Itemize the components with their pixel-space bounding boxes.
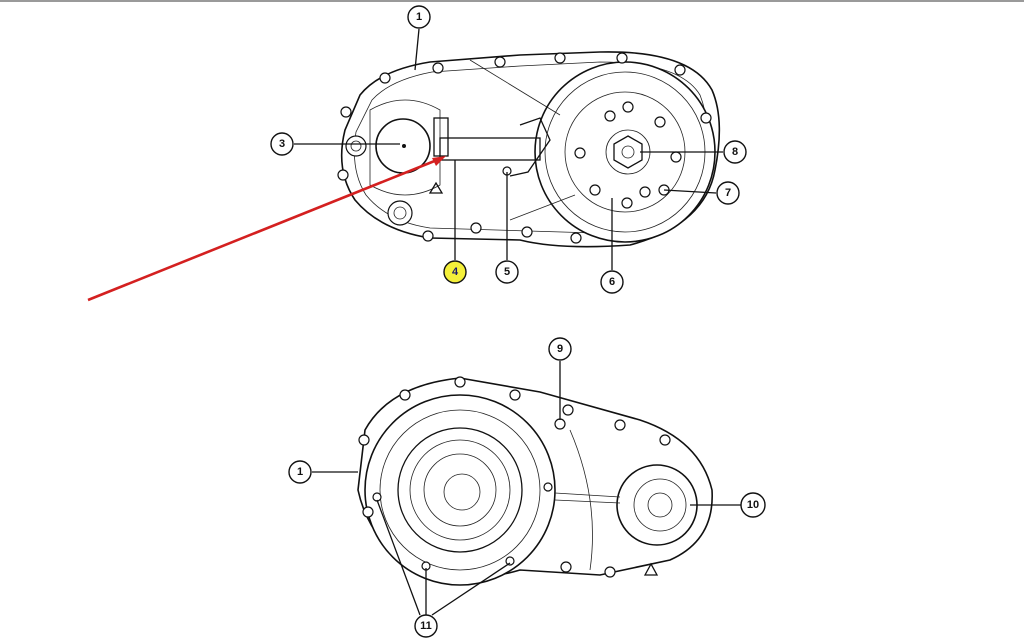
callout-1-top: 1 — [407, 5, 431, 29]
svg-text:8: 8 — [732, 146, 738, 158]
svg-text:7: 7 — [725, 187, 731, 199]
callout-5: 5 — [495, 260, 519, 284]
red-pointer-arrow — [87, 156, 443, 302]
perimeter-bolts-bottom — [358, 376, 671, 578]
callout-11: 11 — [414, 614, 438, 638]
top-leader-lines — [294, 28, 723, 270]
svg-text:10: 10 — [747, 499, 759, 511]
callout-6: 6 — [600, 270, 624, 294]
svg-text:1: 1 — [416, 11, 422, 23]
callout-10: 10 — [740, 492, 766, 518]
callout-9: 9 — [548, 337, 572, 361]
callout-3: 3 — [270, 132, 294, 156]
svg-text:9: 9 — [557, 343, 563, 355]
perimeter-bolts — [337, 52, 712, 244]
svg-text:4: 4 — [452, 266, 459, 278]
red-arrowhead — [432, 156, 446, 166]
svg-text:5: 5 — [504, 266, 510, 278]
svg-text:6: 6 — [609, 276, 615, 288]
flange-holes — [574, 101, 682, 209]
bottom-leader-lines — [312, 361, 741, 616]
callout-1-bottom: 1 — [288, 460, 312, 484]
bottom-transfer-case — [357, 376, 713, 586]
svg-text:11: 11 — [420, 620, 432, 632]
top-transfer-case — [337, 51, 721, 248]
svg-text:1: 1 — [297, 466, 303, 478]
callout-8: 8 — [723, 140, 747, 164]
callout-4-highlighted: 4 — [443, 260, 467, 284]
callout-7: 7 — [716, 181, 740, 205]
top-border — [0, 0, 1024, 2]
svg-text:3: 3 — [279, 138, 285, 150]
